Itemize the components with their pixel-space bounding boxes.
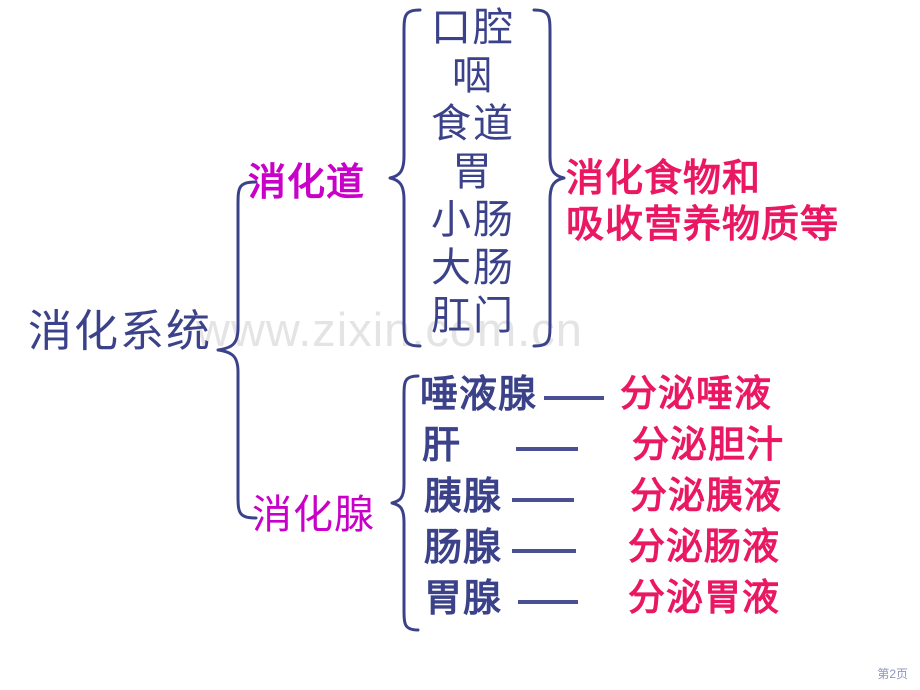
- tract-organ-list: 口腔 咽 食道 胃 小肠 大肠 肛门: [418, 4, 528, 340]
- watermark-text: www.zixin.com.cn: [196, 303, 583, 356]
- tract-item: 咽: [452, 53, 494, 98]
- gland-name: 胃腺: [424, 578, 503, 620]
- gland-name: 肝: [422, 425, 462, 467]
- gland-name: 肠腺: [424, 527, 503, 569]
- gland-connector-dash: [518, 600, 578, 604]
- root-brace: [216, 180, 258, 520]
- gland-row: 肝 分泌胆汁: [420, 423, 840, 474]
- branch-label-gland: 消化腺: [252, 492, 375, 537]
- tract-left-brace: [388, 8, 422, 348]
- gland-secretion: 分泌胆汁: [632, 425, 784, 466]
- tract-function-line-2: 吸收营养物质等: [566, 204, 840, 246]
- tract-right-brace: [532, 8, 566, 348]
- gland-row: 唾液腺 分泌唾液: [420, 372, 840, 423]
- root-node-label: 消化系统: [28, 307, 212, 356]
- tract-item: 食道: [431, 101, 515, 146]
- gland-connector-dash: [516, 447, 578, 451]
- gland-connector-dash: [512, 498, 574, 502]
- gland-secretion: 分泌肠液: [628, 527, 780, 568]
- gland-row: 胰腺 分泌胰液: [420, 474, 840, 525]
- gland-name: 唾液腺: [420, 374, 538, 416]
- gland-connector-dash: [544, 396, 604, 400]
- tract-function-line-1: 消化食物和: [566, 158, 762, 200]
- gland-secretion: 分泌唾液: [620, 374, 772, 415]
- tract-item: 胃: [452, 149, 494, 194]
- gland-left-brace: [390, 374, 420, 632]
- tract-item: 肛门: [431, 293, 515, 338]
- gland-row: 肠腺 分泌肠液: [420, 525, 840, 576]
- gland-name: 胰腺: [424, 476, 503, 518]
- gland-secretion: 分泌胰液: [630, 476, 782, 517]
- page-number: 第2页: [877, 667, 908, 681]
- tract-function-text: 消化食物和 吸收营养物质等: [566, 156, 839, 248]
- tract-item: 口腔: [431, 5, 515, 50]
- gland-row-list: 唾液腺 分泌唾液 肝 分泌胆汁 胰腺 分泌胰液 肠腺 分泌肠液 胃腺 分泌胃液: [420, 372, 840, 627]
- branch-label-tract: 消化道: [248, 162, 366, 204]
- tract-item: 大肠: [431, 245, 515, 290]
- gland-row: 胃腺 分泌胃液: [420, 576, 840, 627]
- gland-connector-dash: [512, 549, 576, 553]
- gland-secretion: 分泌胃液: [628, 578, 780, 619]
- tract-item: 小肠: [431, 197, 515, 242]
